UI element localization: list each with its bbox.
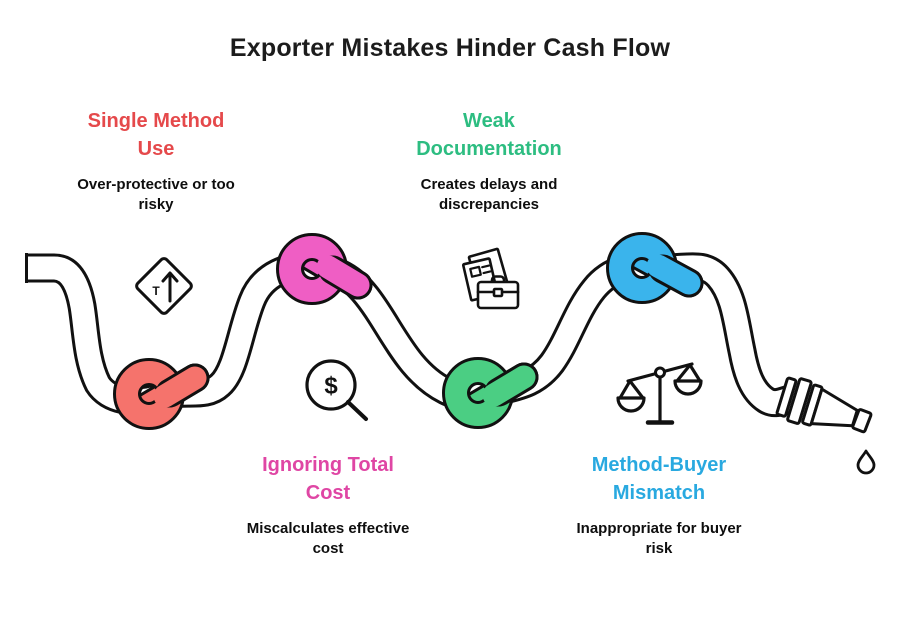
item-description: Creates delays and discrepancies xyxy=(420,176,558,214)
item-label-ignoring-total-cost: Ignoring Total Cost Miscalculates effect… xyxy=(218,452,438,560)
item-label-single-method-use: Single Method Use Over-protective or too… xyxy=(46,108,266,216)
knot-method-buyer-mismatch xyxy=(606,232,704,304)
svg-text:$: $ xyxy=(324,373,338,400)
magnifier-dollar-icon: $ xyxy=(305,359,368,421)
documents-briefcase-icon xyxy=(461,247,520,310)
knot-single-method-use xyxy=(113,358,210,430)
lane-merge-sign-icon: T xyxy=(135,257,193,315)
svg-text:T: T xyxy=(152,284,160,298)
water-drop-icon xyxy=(856,449,876,475)
item-label-weak-documentation: Weak Documentation Creates delays and di… xyxy=(379,108,599,216)
knot-ignoring-total-cost xyxy=(276,233,373,305)
balance-scales-icon xyxy=(616,362,703,425)
item-heading: Weak Documentation xyxy=(416,110,562,160)
item-heading: Ignoring Total Cost xyxy=(262,454,394,504)
item-label-method-buyer-mismatch: Method-Buyer Mismatch Inappropriate for … xyxy=(549,452,769,560)
hose-nozzle xyxy=(775,376,873,434)
item-heading: Method-Buyer Mismatch xyxy=(591,454,727,504)
item-description: Inappropriate for buyer risk xyxy=(576,520,742,558)
knot-weak-documentation xyxy=(442,357,539,429)
item-description: Over-protective or too risky xyxy=(77,176,235,214)
item-heading: Single Method Use xyxy=(87,110,225,160)
page-title: Exporter Mistakes Hinder Cash Flow xyxy=(229,34,671,62)
item-description: Miscalculates effective cost xyxy=(246,520,410,558)
